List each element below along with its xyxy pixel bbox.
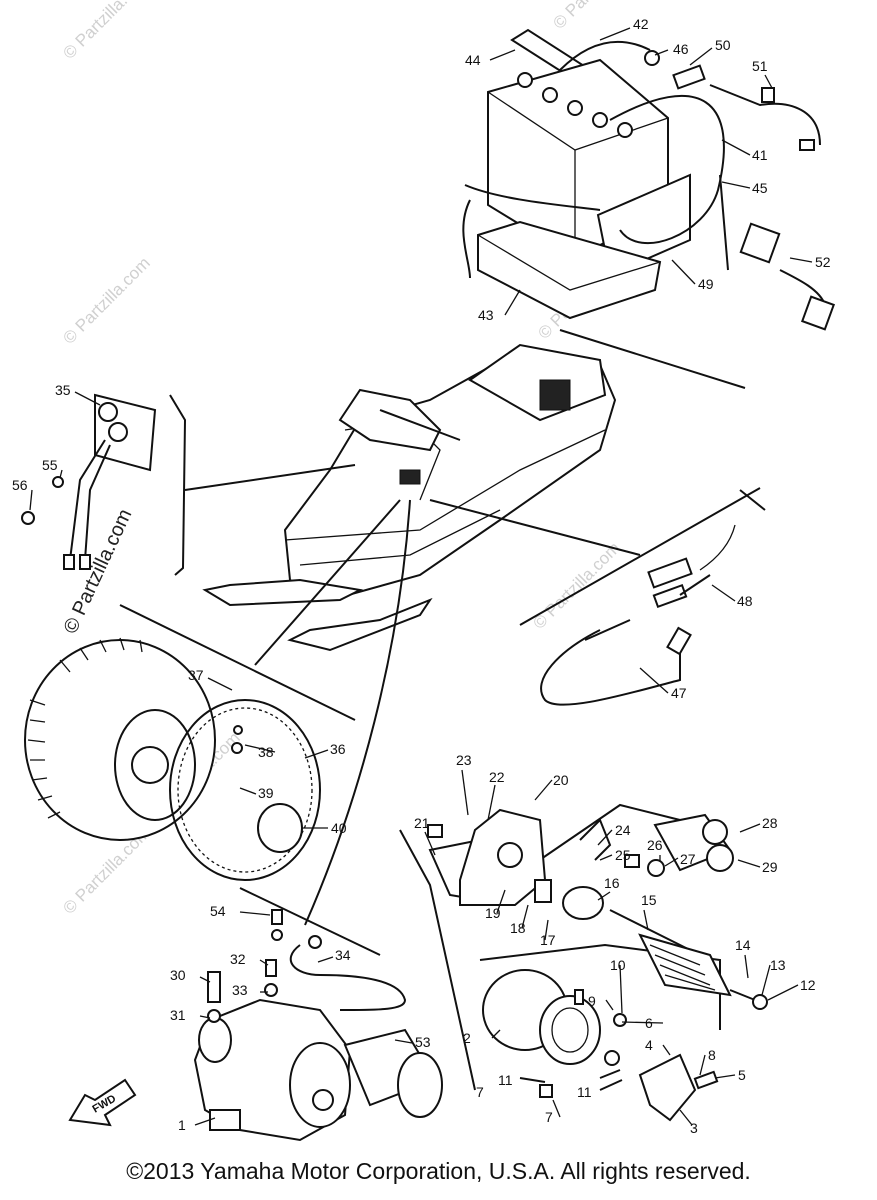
callout-label: 5 [738,1067,746,1083]
callout-label: 25 [615,847,631,863]
callout-label: 32 [230,951,246,967]
copyright-notice: ©2013 Yamaha Motor Corporation, U.S.A. A… [126,1158,751,1184]
callout-label: 44 [465,52,481,68]
starter-motor-assembly [193,909,443,1142]
bracket-line [399,829,476,1091]
callout-label: 29 [762,859,778,875]
watermark: © Partzilla.com [59,253,153,347]
callout-label: 53 [415,1034,431,1050]
watermark-side: © Partzilla.com [60,506,137,637]
watermark: © Partzilla.com [59,0,153,63]
leader-line [559,329,746,389]
callout-label: 17 [540,932,556,948]
callout-label: 37 [188,667,204,683]
callout-label: 33 [232,982,248,998]
callout-label: 55 [42,457,58,473]
callout-label: 36 [330,741,346,757]
callout-label: 54 [210,903,226,919]
leader-line [429,499,641,556]
wire-harness [519,487,766,706]
callout-label: 38 [258,744,274,760]
callout-label: 16 [604,875,620,891]
callout-label: 11 [577,1084,592,1100]
fwd-arrow-icon: FWD [68,1078,137,1127]
callout-label: 39 [258,785,274,801]
bracket-line [119,604,356,721]
callout-label: 46 [673,41,689,57]
callout-label: 52 [815,254,831,270]
leader-line [254,499,401,666]
callout-label: 13 [770,957,786,973]
callout-label: 7 [476,1084,484,1100]
callout-label: 51 [752,58,768,74]
callout-label: 12 [800,977,816,993]
callout-label: 42 [633,16,649,32]
battery-assembly [462,28,836,331]
callout-label: 24 [615,822,631,838]
callout-label: 18 [510,920,526,936]
callout-label: 34 [335,947,351,963]
callout-label: 43 [478,307,494,323]
callout-label: 50 [715,37,731,53]
callout-label: 11 [498,1072,513,1088]
starter-exploded [427,808,768,1122]
callout-label: 45 [752,180,768,196]
bracket-line [169,394,187,576]
callout-label: 41 [752,147,768,163]
callout-labels: 42 44 46 50 51 41 45 52 49 43 35 55 56 4… [12,16,831,1136]
flywheel-assembly [24,637,321,881]
callout-label: 49 [698,276,714,292]
callout-label: 35 [55,382,71,398]
callout-label: 47 [671,685,687,701]
callout-label: 21 [414,815,430,831]
leader-line [304,499,411,926]
callout-label: 10 [610,957,626,973]
callout-label: 8 [708,1047,716,1063]
callout-label: 31 [170,1007,186,1023]
callout-label: 15 [641,892,657,908]
callout-label: 23 [456,752,472,768]
callout-leaders [29,27,813,1126]
callout-label: 28 [762,815,778,831]
callout-label: 40 [331,820,347,836]
callout-label: 56 [12,477,28,493]
callout-label: 1 [178,1117,186,1133]
watermark: © Partzilla.com [529,538,623,632]
key-switch-assembly [21,393,157,570]
callout-label: 30 [170,967,186,983]
callout-label: 9 [588,993,596,1009]
callout-label: 3 [690,1120,698,1136]
callout-label: 20 [553,772,569,788]
callout-label: 14 [735,937,751,953]
callout-label: 22 [489,769,505,785]
callout-label: 2 [463,1030,471,1046]
callout-label: 48 [737,593,753,609]
leader-line [184,464,356,491]
bracket-line [239,887,381,956]
callout-label: 27 [680,851,696,867]
bracket-line [524,803,681,871]
callout-label: 19 [485,905,501,921]
callout-label: 7 [545,1109,553,1125]
callout-label: 26 [647,837,663,853]
callout-label: 4 [645,1037,653,1053]
